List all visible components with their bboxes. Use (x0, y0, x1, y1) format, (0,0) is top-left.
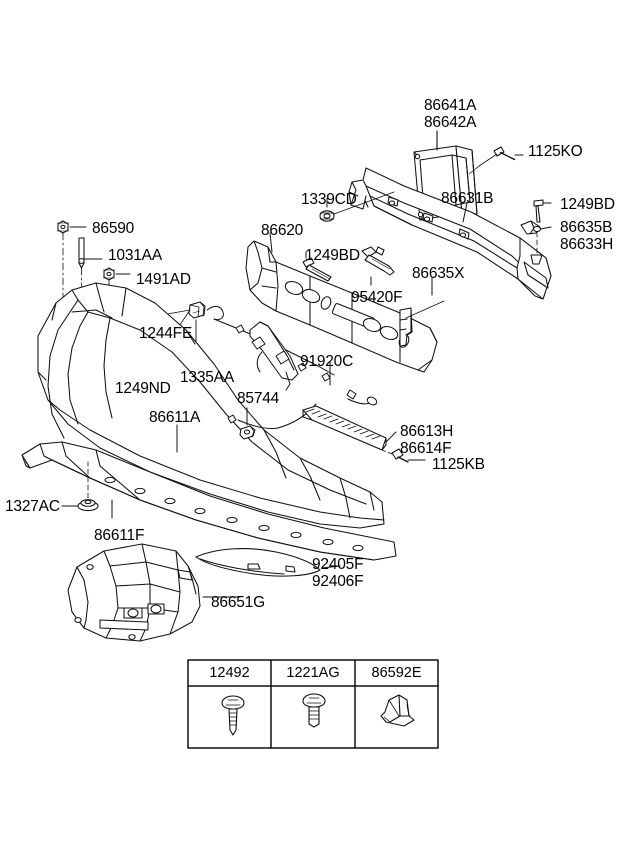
callout-86641a: 86641A (424, 97, 477, 114)
part-nut-1491ad (102, 267, 116, 281)
part-lower-valance-86611f (21, 441, 397, 561)
callout-86620: 86620 (261, 222, 304, 239)
callout-1339cd: 1339CD (301, 191, 357, 208)
part-screw-1125kb (381, 448, 409, 463)
callout-1244fe: 1244FE (139, 325, 193, 342)
callout-1031aa: 1031AA (108, 247, 162, 264)
part-bracket-86635b (520, 220, 552, 265)
part-pin-1031aa (78, 237, 85, 269)
part-undercover-86651g (67, 543, 201, 642)
part-clip-85744 (239, 425, 256, 440)
callout-86631b: 86631B (441, 190, 494, 207)
callout-95420f: 95420F (351, 289, 403, 306)
tapping-screw-icon (221, 695, 245, 736)
callout-92405f: 92405F (312, 556, 364, 573)
callout-86635x: 86635X (412, 265, 465, 282)
callout-86613h: 86613H (400, 423, 454, 440)
callout-86614f: 86614F (400, 440, 452, 457)
part-screw-1249bd-left (302, 257, 332, 282)
part-sensor-95420f (361, 246, 395, 276)
callout-92406f: 92406F (312, 573, 364, 590)
callout-86611a: 86611A (149, 409, 201, 426)
part-bolt-1125ko (478, 146, 516, 167)
part-wire-harness-91920c (206, 305, 378, 429)
callout-85744: 85744 (237, 390, 280, 407)
legend-header-1221ag: 1221AG (286, 665, 340, 681)
callout-86633h: 86633H (560, 236, 614, 253)
legend-header-12492: 12492 (209, 665, 250, 681)
push-clip-icon (380, 694, 415, 727)
part-absorber-86620 (245, 240, 438, 373)
part-grille-86613h (302, 405, 387, 451)
part-screw-1249bd-right (533, 199, 544, 223)
callout-1249bd-left: 1249BD (305, 247, 360, 264)
callout-91920c: 91920C (300, 353, 354, 370)
callout-1335aa: 1335AA (180, 369, 234, 386)
callout-1125kb: 1125KB (432, 456, 485, 473)
callout-1327ac: 1327AC (5, 498, 60, 515)
part-grommet-1327ac (77, 499, 99, 512)
part-reflector-92405f (195, 548, 321, 577)
callout-86590: 86590 (92, 220, 135, 237)
part-bracket-86635x (399, 300, 445, 347)
legend-table-frame (187, 659, 439, 749)
part-bumper-cover-86611a (37, 282, 385, 529)
callout-1491ad: 1491AD (136, 271, 191, 288)
legend-header-86592e: 86592E (371, 665, 422, 681)
callout-1125ko: 1125KO (528, 143, 583, 160)
callout-86635b: 86635B (560, 219, 613, 236)
callout-86651g: 86651G (211, 594, 265, 611)
pan-head-screw-icon (302, 693, 326, 728)
callout-86642a: 86642A (424, 114, 477, 131)
part-grommet-1339cd (319, 210, 335, 222)
part-nut-86590 (56, 220, 70, 234)
callout-86611f: 86611F (94, 527, 145, 544)
callout-1249bd-right: 1249BD (560, 196, 615, 213)
callout-1249nd: 1249ND (115, 380, 171, 397)
part-clip-1335aa (188, 301, 206, 319)
part-rear-beam-86631b (348, 167, 552, 300)
